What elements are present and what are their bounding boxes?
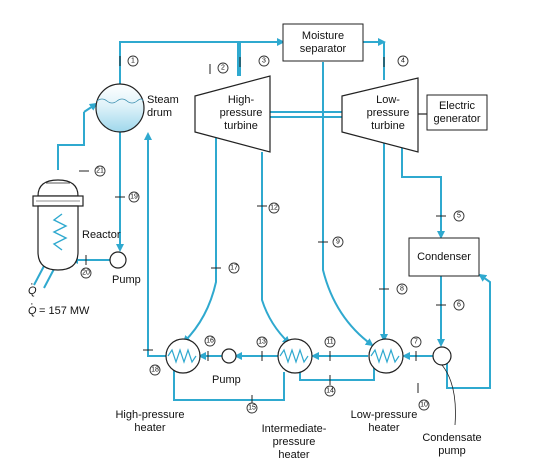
svg-text:10: 10	[420, 402, 428, 409]
svg-text:12: 12	[270, 205, 278, 212]
state-17: 17	[228, 262, 240, 274]
svg-text:5: 5	[457, 213, 461, 220]
state-6: 6	[453, 299, 465, 311]
state-numbers: 1 2 3 4 5 6 7 8 9 10 11 12 13 14 15 16 1…	[80, 55, 465, 414]
svg-text:20: 20	[82, 270, 90, 277]
pump-bottom: Pump	[212, 348, 241, 386]
svg-text:14: 14	[326, 388, 334, 395]
reactor: Reactor	[32, 179, 121, 271]
svg-text:7: 7	[414, 339, 418, 346]
svg-text:6: 6	[457, 302, 461, 309]
svg-text:13: 13	[258, 339, 266, 346]
state-13: 13	[256, 336, 268, 348]
svg-text:18: 18	[151, 367, 159, 374]
state-2: 2	[217, 62, 229, 74]
q-dot-symbol-upper: Q	[28, 285, 37, 297]
state-3: 3	[258, 55, 270, 67]
condenser: Condenser	[408, 237, 480, 277]
state-20: 20	[80, 267, 92, 279]
pipe-heat-input-a	[33, 265, 45, 286]
state-19: 19	[128, 191, 140, 203]
svg-text:11: 11	[326, 339, 333, 346]
q-dot-symbol: Q	[28, 305, 37, 317]
heat-input-label: Q · Q · = 157 MW	[28, 278, 90, 317]
state-15: 15	[246, 402, 258, 414]
pipe-hp-heater-drain	[173, 368, 285, 401]
svg-text:2: 2	[221, 65, 225, 72]
svg-text:9: 9	[336, 239, 340, 246]
q-dot-mark-upper: ·	[30, 278, 34, 290]
state-ticks	[79, 56, 446, 405]
state-12: 12	[268, 202, 280, 214]
state-11: 11	[324, 336, 336, 348]
piping	[33, 38, 491, 401]
state-4: 4	[397, 55, 409, 67]
state-18: 18	[149, 364, 161, 376]
state-16: 16	[204, 335, 216, 347]
state-8: 8	[396, 283, 408, 295]
pipe-extraction-17	[182, 132, 217, 344]
svg-text:8: 8	[400, 286, 404, 293]
svg-text:16: 16	[206, 338, 214, 345]
pipe-hp-heater-to-drum	[144, 132, 166, 357]
pump-left: Pump	[109, 251, 141, 286]
pipe-heat-input-b	[43, 268, 55, 289]
pipe-turbine-shaft	[270, 111, 342, 118]
svg-text:19: 19	[130, 194, 138, 201]
state-5: 5	[453, 210, 465, 222]
pipe-condensate-return	[446, 273, 491, 389]
pipe-lp-heater-drain	[299, 366, 375, 381]
pipe-reactor-to-drum	[57, 112, 85, 170]
pump-left-label: Pump	[112, 274, 141, 286]
svg-text:21: 21	[96, 168, 104, 175]
q-dot-mark: ·	[30, 298, 34, 310]
pipe-separator-drain	[322, 62, 374, 347]
state-10: 10	[418, 399, 430, 411]
svg-text:4: 4	[401, 58, 405, 65]
condenser-label: Condenser	[417, 251, 471, 263]
pipe-extraction-12	[261, 152, 291, 345]
pipe-reactor-to-drum-arrow	[83, 102, 98, 113]
svg-text:1: 1	[131, 58, 135, 65]
q-value: = 157 MW	[39, 305, 90, 317]
svg-text:17: 17	[230, 265, 238, 272]
pump-bottom-label: Pump	[212, 374, 241, 386]
svg-text:15: 15	[248, 405, 256, 412]
reactor-label: Reactor	[82, 229, 121, 241]
state-21: 21	[94, 165, 106, 177]
svg-text:3: 3	[262, 58, 266, 65]
state-9: 9	[332, 236, 344, 248]
state-7: 7	[410, 336, 422, 348]
pipe-lp-to-condenser	[401, 148, 445, 239]
state-1: 1	[127, 55, 139, 67]
state-14: 14	[324, 385, 336, 397]
